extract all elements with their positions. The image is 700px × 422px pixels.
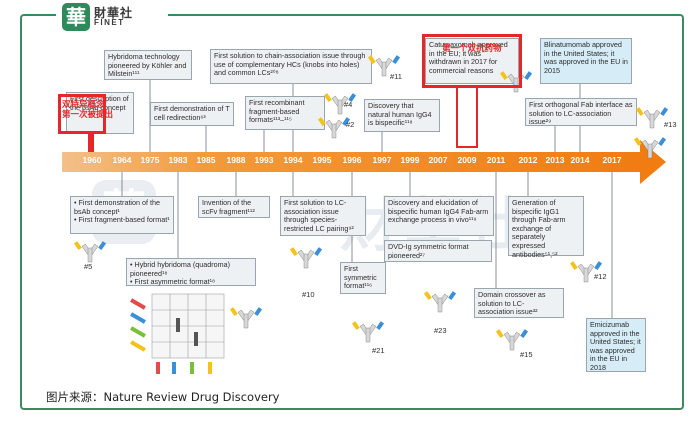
figure-caption: 图片来源：Nature Review Drug Discovery: [46, 390, 280, 404]
box-1960: First description of the bsAb concept: [66, 92, 134, 134]
year-1999: 1999: [400, 155, 420, 165]
box-1983: • Hybrid hybridoma (quadroma) pioneered¹…: [126, 258, 256, 286]
antibody-icon-extra: [633, 136, 667, 159]
highlight-pointer-1960: [88, 134, 94, 152]
year-1960: 1960: [82, 155, 102, 165]
box-1994: First solution to chain-association issu…: [210, 49, 372, 84]
year-1983: 1983: [168, 155, 188, 165]
year-1996: 1996: [342, 155, 362, 165]
year-2012: 2012: [518, 155, 538, 165]
format-label-10: #10: [302, 290, 315, 299]
annotation-bsab-concept: 双特异概念 第一次被提出: [62, 100, 114, 120]
format-label-4: #4: [344, 100, 353, 109]
logo-name-cn: 財華社: [94, 6, 134, 20]
format-label-15: #15: [520, 350, 533, 359]
box-2012: Generation of bispecific IgG1 through Fa…: [508, 196, 584, 258]
format-label-21: #21: [372, 346, 385, 355]
timeline-arrow: [62, 152, 642, 172]
antibody-icon-23: [423, 290, 457, 313]
logo-seal: 華: [62, 3, 90, 31]
finet-logo: 華 財華社 FINET: [56, 1, 168, 31]
box-1985: First demonstration of T cell redirectio…: [150, 102, 234, 126]
format-label-11: #11: [390, 72, 402, 81]
box-2011: Domain crossover as solution to LC-assoc…: [474, 288, 564, 318]
box-2013: First orthogonal Fab interface as soluti…: [525, 98, 637, 126]
box-1993: First recombinant fragment-based formats…: [245, 96, 325, 130]
format-label-13: #13: [664, 120, 677, 129]
box-2014: Blinatumomab approved in the United Stat…: [540, 38, 632, 84]
year-1993: 1993: [254, 155, 274, 165]
year-1988: 1988: [226, 155, 246, 165]
box-1996: First symmetric format¹¹⁶: [340, 262, 386, 294]
highlight-pointer-2009: [456, 88, 478, 148]
highlight-box-2009: [422, 34, 522, 88]
logo-name-en: FINET: [94, 18, 125, 27]
box-2017: Emicizumab approved in the United States…: [586, 318, 646, 372]
year-2009: 2009: [457, 155, 477, 165]
box-1997: Discovery that natural human IgG4 is bis…: [364, 99, 440, 132]
year-1964: 1964: [112, 155, 132, 165]
year-1994: 1994: [283, 155, 303, 165]
format-label-2: #2: [346, 120, 355, 129]
format-label-5: #5: [84, 262, 93, 271]
year-1995: 1995: [312, 155, 332, 165]
year-2017: 2017: [602, 155, 622, 165]
figure-frame: [20, 14, 684, 410]
quadroma-chains: [130, 298, 212, 374]
box-1995: First solution to LC-association issue t…: [280, 196, 366, 236]
year-2014: 2014: [570, 155, 590, 165]
antibody-icon-quadroma: [229, 306, 263, 329]
year-2011: 2011: [486, 155, 506, 165]
highlight-box-1960: [58, 94, 106, 134]
year-2013: 2013: [545, 155, 565, 165]
format-label-12: #12: [594, 272, 607, 281]
year-1975: 1975: [140, 155, 160, 165]
antibody-icon-21: [351, 320, 385, 343]
year-2007: 2007: [428, 155, 448, 165]
format-label-23: #23: [434, 326, 447, 335]
antibody-icon-5: [73, 240, 107, 263]
year-1997: 1997: [372, 155, 392, 165]
box-1988: Invention of the scFv fragment¹¹²: [198, 196, 270, 218]
quadroma-grid: [151, 293, 225, 359]
year-1985: 1985: [196, 155, 216, 165]
annotation-first-bsab-drug: 第一个双抗药物: [442, 44, 502, 54]
box-1975: Hybridoma technology pioneered by Köhler…: [104, 50, 192, 80]
box-1964: • First demonstration of the bsAb concep…: [70, 196, 174, 234]
antibody-icon-15: [495, 328, 529, 351]
box-2007: DVD-Ig symmetric format pioneered²⁷: [384, 240, 492, 262]
box-1999: Discovery and elucidation of bispecific …: [384, 196, 494, 236]
antibody-icon-10: [289, 246, 323, 269]
